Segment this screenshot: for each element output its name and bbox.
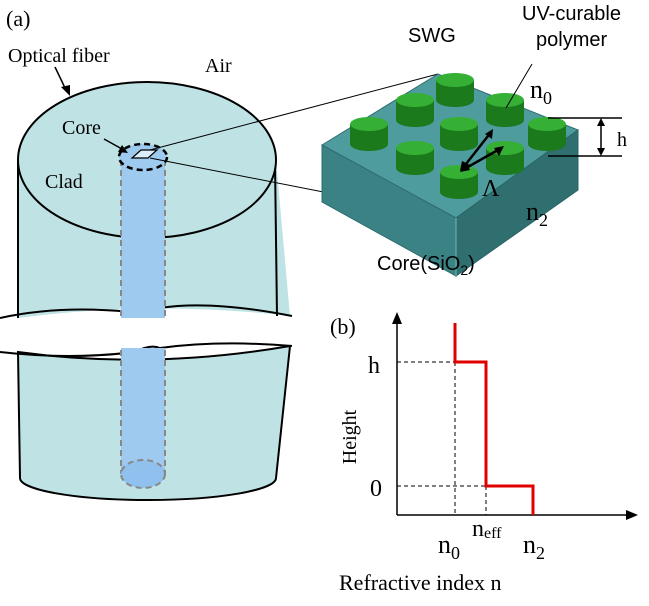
swg-pillar bbox=[396, 141, 434, 175]
zoom-line-top bbox=[149, 73, 439, 151]
swg-pillar bbox=[486, 141, 524, 175]
refractive-index-profile bbox=[453, 323, 535, 515]
fiber-pointer-arrowhead bbox=[61, 85, 70, 96]
swg-pillar bbox=[486, 93, 524, 127]
period-label: Λ bbox=[482, 176, 500, 202]
swg-region-marker bbox=[130, 149, 159, 159]
xtick-n0: n0 bbox=[438, 530, 460, 563]
h-label: h bbox=[617, 129, 627, 151]
fiber-break-lower bbox=[0, 342, 293, 357]
swg-pillar bbox=[436, 73, 474, 107]
swg-block bbox=[321, 73, 580, 277]
clad-label: Clad bbox=[45, 171, 83, 193]
x-axis-arrowhead bbox=[626, 510, 638, 520]
optical-fiber bbox=[0, 81, 293, 501]
polymer-label-line2: polymer bbox=[536, 29, 607, 51]
swg-pillar bbox=[440, 165, 478, 199]
air-label: Air bbox=[205, 55, 232, 77]
ytick-0: 0 bbox=[370, 476, 382, 502]
xtick-neff: neff bbox=[472, 516, 502, 542]
xtick-n2: n2 bbox=[523, 530, 545, 563]
x-axis-label: Refractive index n bbox=[339, 570, 502, 595]
swg-pillar bbox=[528, 117, 566, 151]
n2-label: n2 bbox=[526, 197, 548, 230]
substrate-label: Core(SiO2) bbox=[377, 253, 475, 278]
fiber-label: Optical fiber bbox=[8, 45, 110, 67]
core-lower bbox=[121, 348, 165, 474]
period-arrows bbox=[460, 129, 504, 172]
y-axis-label: Height bbox=[339, 409, 361, 464]
y-axis-arrowhead bbox=[392, 312, 402, 324]
panel-b-label: (b) bbox=[330, 314, 356, 339]
swg-pillar bbox=[396, 93, 434, 127]
core-label: Core bbox=[62, 117, 101, 139]
swg-label: SWG bbox=[408, 25, 456, 47]
core-pointer-line bbox=[103, 138, 123, 150]
index-profile-plot: (b) h 0 Height n0 neff n2 Refractive ind… bbox=[330, 312, 638, 595]
core-upper bbox=[121, 158, 165, 318]
swg-pillar bbox=[440, 117, 478, 151]
panel-a-label: (a) bbox=[6, 6, 30, 31]
core-bottom-end bbox=[120, 459, 166, 489]
swg-pillar bbox=[350, 117, 388, 151]
polymer-label-line1: UV-curable bbox=[522, 3, 621, 25]
ytick-h: h bbox=[368, 353, 380, 379]
fiber-pointer-line bbox=[54, 66, 67, 91]
polymer-pointer-line bbox=[505, 63, 533, 109]
n0-label: n0 bbox=[530, 75, 552, 108]
core-pointer-arrowhead bbox=[118, 145, 128, 153]
